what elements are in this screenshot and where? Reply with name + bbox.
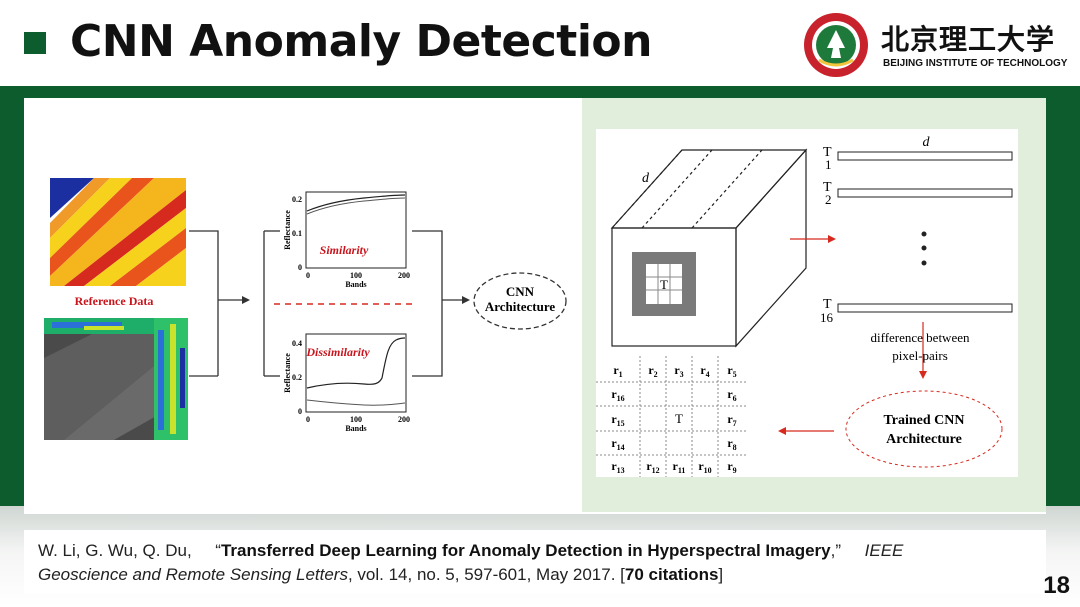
right-figure-panel: d T d T 1 T 2 T [582, 98, 1046, 512]
citation-line-1: W. Li, G. Wu, Q. Du, “Transferred Deep L… [38, 541, 903, 561]
dissimilarity-xtick-100: 100 [350, 415, 362, 424]
dissimilarity-ytick-mid: 0.2 [292, 373, 302, 382]
reference-data-label: Reference Data [75, 294, 154, 308]
dissimilarity-xtick-0: 0 [306, 415, 310, 424]
grid-cell-1-0: r16 [611, 387, 624, 403]
pixel-pair-diagram: d T d T 1 T 2 T [596, 129, 1018, 477]
grid-cell-4-4: r9 [727, 459, 736, 475]
grid-cell-0-4: r5 [727, 363, 736, 379]
dissimilarity-xlabel: Bands [345, 424, 366, 433]
difference-label-line2: pixel-pairs [892, 348, 948, 363]
reference-data-image [50, 178, 186, 286]
difference-label-line1: difference between [870, 330, 970, 345]
dissimilarity-plot: Dissimilarity 0.4 0.2 0 0 100 200 Bands … [283, 333, 410, 433]
similarity-xtick-100: 100 [350, 271, 362, 280]
center-grid [646, 264, 682, 304]
vector-t2-index: 2 [825, 192, 832, 207]
trained-cnn-line2: Architecture [886, 432, 962, 447]
page-number: 18 [1043, 572, 1070, 599]
citation-authors: W. Li, G. Wu, Q. Du, [38, 541, 192, 560]
similarity-xtick-0: 0 [306, 271, 310, 280]
similarity-xtick-200: 200 [398, 271, 410, 280]
university-seal-icon [804, 13, 868, 77]
dissimilarity-xtick-200: 200 [398, 415, 410, 424]
vector-ellipsis-dots [921, 231, 927, 266]
vector-t1: T 1 [823, 145, 1013, 172]
data-cube [610, 148, 808, 348]
similarity-title: Similarity [320, 243, 369, 257]
grid-cell-4-1: r12 [646, 459, 659, 475]
similarity-ytick-bottom: 0 [298, 263, 302, 272]
trained-cnn-line1: Trained CNN [883, 413, 964, 428]
cube-depth-label: d [642, 171, 650, 186]
cnn-label-line2: Architecture [485, 299, 555, 314]
vector-t2-label: T [823, 180, 832, 195]
citation-bracket-close: ] [718, 565, 724, 584]
citation-quote-close: ,” [830, 541, 842, 560]
flow-connectors [189, 230, 464, 377]
grid-cell-3-4: r8 [727, 436, 736, 452]
trained-cnn-ellipse [845, 390, 1003, 468]
left-workflow-diagram: Reference Data [44, 178, 567, 440]
vector-t16: T 16 [820, 297, 1013, 325]
citation-paper-title: Transferred Deep Learning for Anomaly De… [220, 541, 831, 560]
dissimilarity-ytick-top: 0.4 [292, 339, 302, 348]
grid-cell-0-1: r2 [648, 363, 657, 379]
center-grid-lines [646, 264, 682, 304]
similarity-ytick-mid: 0.1 [292, 229, 302, 238]
citation-line-2: Geoscience and Remote Sensing Letters, v… [38, 565, 723, 585]
similarity-xlabel: Bands [345, 280, 366, 289]
grid-cell-4-0: r13 [611, 459, 624, 475]
cnn-architecture-ellipse [473, 272, 567, 330]
slide-header: CNN Anomaly Detection 北京理工大学 BEIJING INS… [0, 0, 1080, 86]
vector-t2: T 2 [823, 180, 1013, 207]
grid-cell-4-2: r11 [673, 459, 686, 475]
center-pixel-label: T [660, 277, 668, 292]
vector-t1-label: T [823, 145, 832, 160]
university-name-en: BEIJING INSTITUTE OF TECHNOLOGY [883, 58, 1068, 69]
similarity-ytick-top: 0.2 [292, 195, 302, 204]
vector-length-label: d [923, 135, 931, 150]
citation-box: W. Li, G. Wu, Q. Du, “Transferred Deep L… [24, 530, 1046, 594]
grid-cell-0-3: r4 [700, 363, 709, 379]
dissimilarity-title: Dissimilarity [305, 345, 370, 359]
citation-details: , vol. 14, no. 5, 597-601, May 2017. [ [347, 565, 625, 584]
slide-title: CNN Anomaly Detection [70, 16, 652, 67]
similarity-ylabel: Reflectance [283, 210, 292, 250]
vector-t16-label: T [823, 297, 832, 312]
vector-t1-index: 1 [825, 157, 832, 172]
grid-cell-2-0: r15 [611, 412, 624, 428]
grid-cell-0-2: r3 [674, 363, 683, 379]
citation-quote-open: “ [215, 541, 221, 560]
grid-cell-1-4: r6 [727, 387, 736, 403]
grid-cell-4-3: r10 [698, 459, 711, 475]
university-name-cn: 北京理工大学 [881, 23, 1056, 56]
university-logo: 北京理工大学 BEIJING INSTITUTE OF TECHNOLOGY [803, 10, 1073, 80]
grid-cell-2-4: r7 [727, 412, 736, 428]
dissimilarity-ytick-bottom: 0 [298, 407, 302, 416]
similarity-plot: Similarity 0.2 0.1 0 0 100 200 Bands Ref… [283, 191, 410, 289]
citation-journal-name: Geoscience and Remote Sensing Letters [38, 565, 348, 584]
grid-cell-2-2: T [675, 411, 683, 426]
citation-journal-prefix: IEEE [864, 541, 904, 560]
hyperspectral-image [44, 318, 188, 440]
citation-count: 70 citations [624, 565, 719, 584]
title-bullet-square [24, 32, 46, 54]
grid-cell-0-0: r1 [613, 363, 622, 379]
vector-t16-index: 16 [820, 310, 834, 325]
grid-cell-3-0: r14 [611, 436, 624, 452]
dissimilarity-ylabel: Reflectance [283, 353, 292, 393]
cnn-label-line1: CNN [506, 284, 535, 299]
